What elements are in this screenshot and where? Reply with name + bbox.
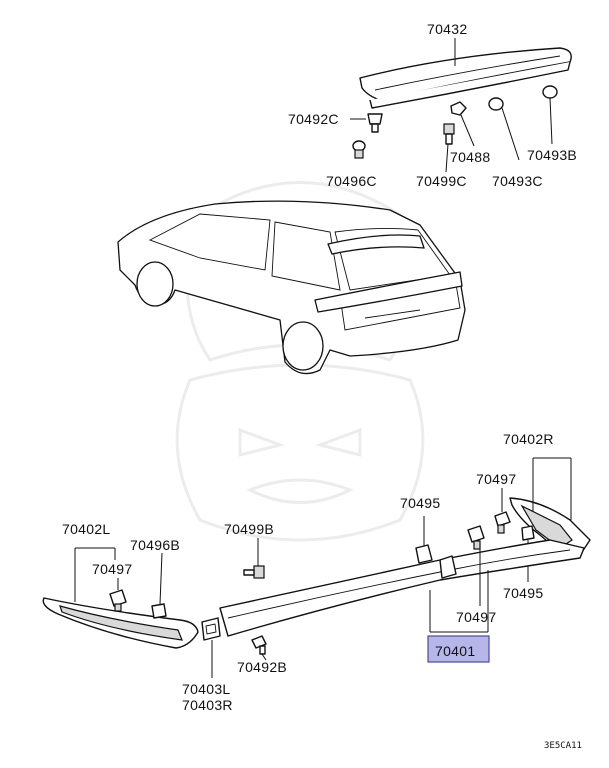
part-70403-bracket[interactable] (201, 617, 221, 641)
part-70497-clip-right[interactable] (494, 511, 511, 534)
car-illustration (117, 200, 466, 375)
label-70492C: 70492C (288, 111, 339, 127)
part-70496B-grommet[interactable] (151, 603, 167, 619)
label-70401: 70401 (435, 643, 475, 659)
label-70403R: 70403R (182, 697, 233, 713)
part-70499C-bolt[interactable] (443, 123, 455, 145)
label-70499C: 70499C (416, 173, 467, 189)
part-70492C-screw[interactable] (367, 113, 383, 133)
label-70402L: 70402L (62, 521, 111, 537)
label-70493C: 70493C (492, 173, 543, 189)
label-70403L: 70403L (182, 681, 231, 697)
part-70497-clip-left[interactable] (109, 589, 127, 612)
label-70492B: 70492B (237, 659, 287, 675)
part-70493C-cap[interactable] (488, 97, 504, 111)
label-70402R: 70402R (503, 431, 554, 447)
part-70495-clip-upper[interactable] (415, 544, 433, 564)
part-70402L-corner-left[interactable] (42, 597, 199, 649)
highlight-box-70401 (427, 635, 490, 663)
part-70432-rear-spoiler[interactable] (359, 47, 572, 109)
part-70493B-cap[interactable] (542, 85, 558, 99)
part-70499B-bolt[interactable] (243, 565, 265, 579)
part-70492B-screw[interactable] (251, 635, 267, 655)
part-70496C-grommet[interactable] (352, 140, 366, 159)
label-70493B: 70493B (527, 147, 577, 163)
label-70488: 70488 (450, 149, 490, 165)
label-70497-center: 70497 (456, 609, 496, 625)
label-70497-left: 70497 (92, 561, 132, 577)
part-70401-lower-panel[interactable] (219, 539, 585, 637)
label-70499B: 70499B (224, 521, 274, 537)
label-70495-upper: 70495 (400, 495, 440, 511)
label-70496C: 70496C (326, 173, 377, 189)
part-70497-clip-center[interactable] (467, 525, 485, 550)
label-70495-lower: 70495 (503, 585, 543, 601)
label-70432: 70432 (427, 21, 467, 37)
label-70496B: 70496B (130, 537, 180, 553)
part-70495-clip-right[interactable] (521, 525, 535, 541)
label-70497-right: 70497 (476, 471, 516, 487)
part-70488-nut[interactable] (450, 101, 467, 116)
diagram-code: 3E5CA11 (544, 741, 582, 751)
